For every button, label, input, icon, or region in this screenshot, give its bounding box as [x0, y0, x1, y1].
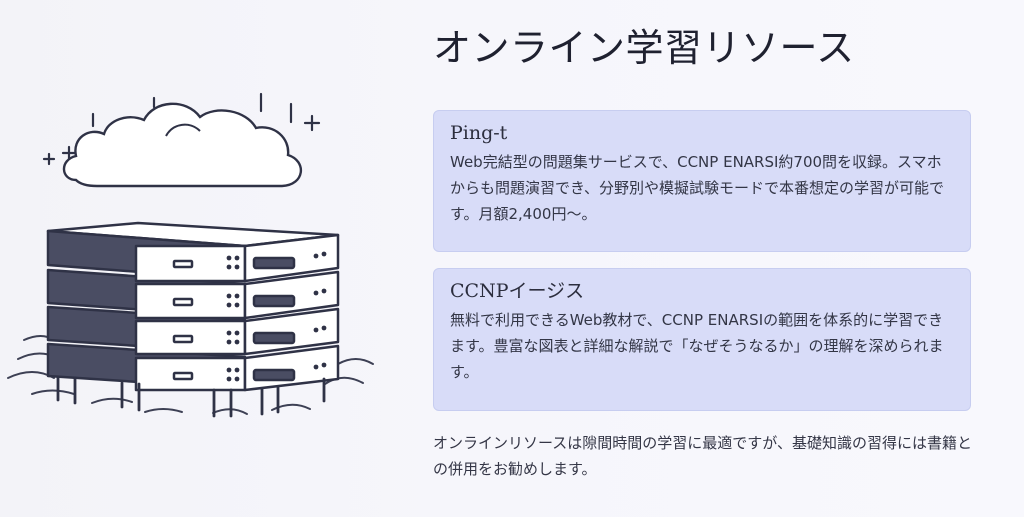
- cloud-icon: [62, 102, 303, 188]
- learning-resources-section: オンライン学習リソース Ping-t Web完結型の問題集サービスで、CCNP …: [433, 26, 973, 482]
- sparkle-icon: [42, 92, 321, 166]
- card-description: Web完結型の問題集サービスで、CCNP ENARSI約700問を収録。スマホか…: [450, 153, 944, 224]
- server-cloud-illustration: [0, 70, 395, 450]
- resource-card-ccnp-aegis: CCNPイージス 無料で利用できるWeb教材で、CCNP ENARSIの範囲を体…: [433, 267, 971, 411]
- card-title: Ping-t: [450, 121, 508, 144]
- page-title: オンライン学習リソース: [433, 26, 855, 70]
- resource-card-ping-t: Ping-t Web完結型の問題集サービスで、CCNP ENARSI約700問を…: [433, 109, 971, 252]
- server-lights: [226, 251, 327, 382]
- server-rack-icon: [46, 221, 340, 392]
- server-legs: [56, 375, 326, 418]
- card-title: CCNPイージス: [450, 279, 585, 302]
- card-description: 無料で利用できるWeb教材で、CCNP ENARSIの範囲を体系的に学習できます…: [450, 311, 944, 382]
- footer-note: オンラインリソースは隙間時間の学習に最適ですが、基礎知識の習得には書籍との併用を…: [433, 433, 972, 478]
